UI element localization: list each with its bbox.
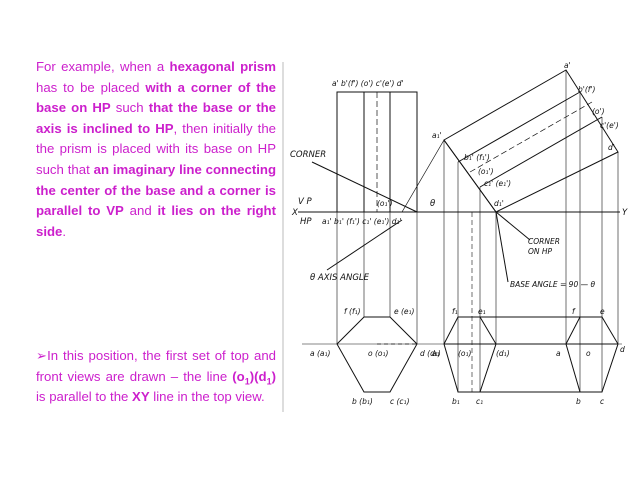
label-top-a: a (a₁): [310, 349, 331, 358]
label-tilted-c1: c₁' (e₁'): [484, 179, 511, 188]
label-tilted-o: (o'): [592, 107, 605, 116]
label-t2-d1: (d₁): [496, 349, 510, 358]
label-tilted-b: b'(f'): [578, 85, 595, 94]
projection-drawing: a' b'(f') (o') c'(e') d' CORNER V P X HP…: [282, 62, 628, 412]
label-axis-angle: θ AXIS ANGLE: [310, 273, 370, 283]
label-base-angle: BASE ANGLE = 90 — θ: [510, 280, 595, 289]
emphasis-run: it lies on the right side: [36, 203, 276, 239]
line-o1: (o1)(d1): [232, 368, 276, 387]
label-t3-f: f: [572, 307, 576, 316]
corner-on-hp-leader: [495, 211, 531, 241]
label-top-c: c (c₁): [390, 397, 410, 406]
label-tilted-a: a': [564, 62, 571, 70]
label-x: X: [291, 208, 298, 218]
bullet-text-b: is parallel to the: [36, 389, 133, 405]
paper-edge: [282, 62, 284, 412]
label-y: Y: [622, 208, 628, 218]
label-top-b: b (b₁): [352, 397, 373, 406]
top-view-second: [443, 212, 619, 393]
emphasis-run: hexagonal prism: [169, 59, 276, 74]
axis-angle-leader: [326, 219, 403, 271]
text-run: has to be placed: [36, 79, 146, 95]
base-angle-leader: [495, 211, 509, 283]
bullet-text-a: In this position, the first set of top a…: [36, 348, 276, 384]
corner-leader: [311, 161, 418, 213]
label-base-front: a₁' b₁' (f₁') c₁' (e₁') d₁': [322, 217, 402, 226]
label-tilted-a1: a₁': [432, 131, 442, 140]
text-run: For example, when a: [36, 59, 170, 74]
label-t3-o: o: [586, 349, 591, 358]
label-top-e: e (e₁): [394, 307, 415, 316]
label-top-o: o (o₁): [368, 349, 388, 358]
label-t3-c: c: [600, 397, 605, 406]
label-corner-on-hp-1: CORNER: [528, 237, 560, 246]
bullet-paragraph: ➢In this position, the first set of top …: [36, 346, 276, 408]
label-tilted-b1: b₁' (f₁'): [464, 153, 490, 162]
label-tilted-d1: d₁': [494, 199, 504, 208]
xy-line-term: XY: [132, 389, 150, 405]
label-t3-e: e: [600, 307, 605, 316]
label-tilted-d: d': [608, 143, 615, 152]
label-tilted-c: c'(e'): [600, 121, 619, 130]
text-run: , then initially the the prism is placed…: [36, 120, 276, 177]
label-t2-o1: (o₁): [458, 349, 472, 358]
emphasis-run: an imaginary line connecting the center …: [36, 161, 277, 219]
label-tilted-o1: (o₁'): [478, 167, 494, 176]
label-t3-a: a: [556, 349, 561, 358]
label-t3-d: d: [620, 345, 625, 354]
label-corner: CORNER: [290, 150, 326, 160]
emphasis-run: with a corner of the base on HP: [36, 79, 276, 116]
label-top-d: d (d₁): [420, 349, 441, 358]
label-t2-a1: a₁: [432, 349, 440, 358]
label-t2-f1: f₁: [452, 307, 458, 316]
label-vp: V P: [298, 197, 313, 207]
label-o1-front: (o₁'): [377, 199, 393, 208]
intro-paragraph: For example, when a hexagonal prism has …: [36, 57, 276, 242]
label-t2-c1: c₁: [476, 397, 483, 406]
projector-lines: [302, 70, 622, 392]
label-t2-e1: e₁: [478, 307, 486, 316]
emphasis-run: that the base or the axis is inclined to…: [36, 100, 276, 136]
label-theta: θ: [430, 199, 436, 209]
label-corner-on-hp-2: ON HP: [528, 247, 553, 256]
label-t2-b1: b₁: [452, 397, 460, 406]
label-t3-b: b: [576, 397, 581, 406]
label-front-top: a' b'(f') (o') c'(e') d': [332, 79, 404, 88]
text-run: and: [123, 203, 158, 219]
label-hp: HP: [300, 217, 312, 227]
label-top-f: f (f₁): [344, 307, 361, 316]
text-run: .: [62, 223, 67, 239]
front-view-initial: [336, 91, 418, 213]
top-view-hexagon: [336, 316, 418, 393]
bullet-arrow-icon: ➢: [36, 348, 48, 363]
text-run: such: [110, 100, 149, 116]
bullet-text-c: line in the top view.: [149, 389, 265, 405]
